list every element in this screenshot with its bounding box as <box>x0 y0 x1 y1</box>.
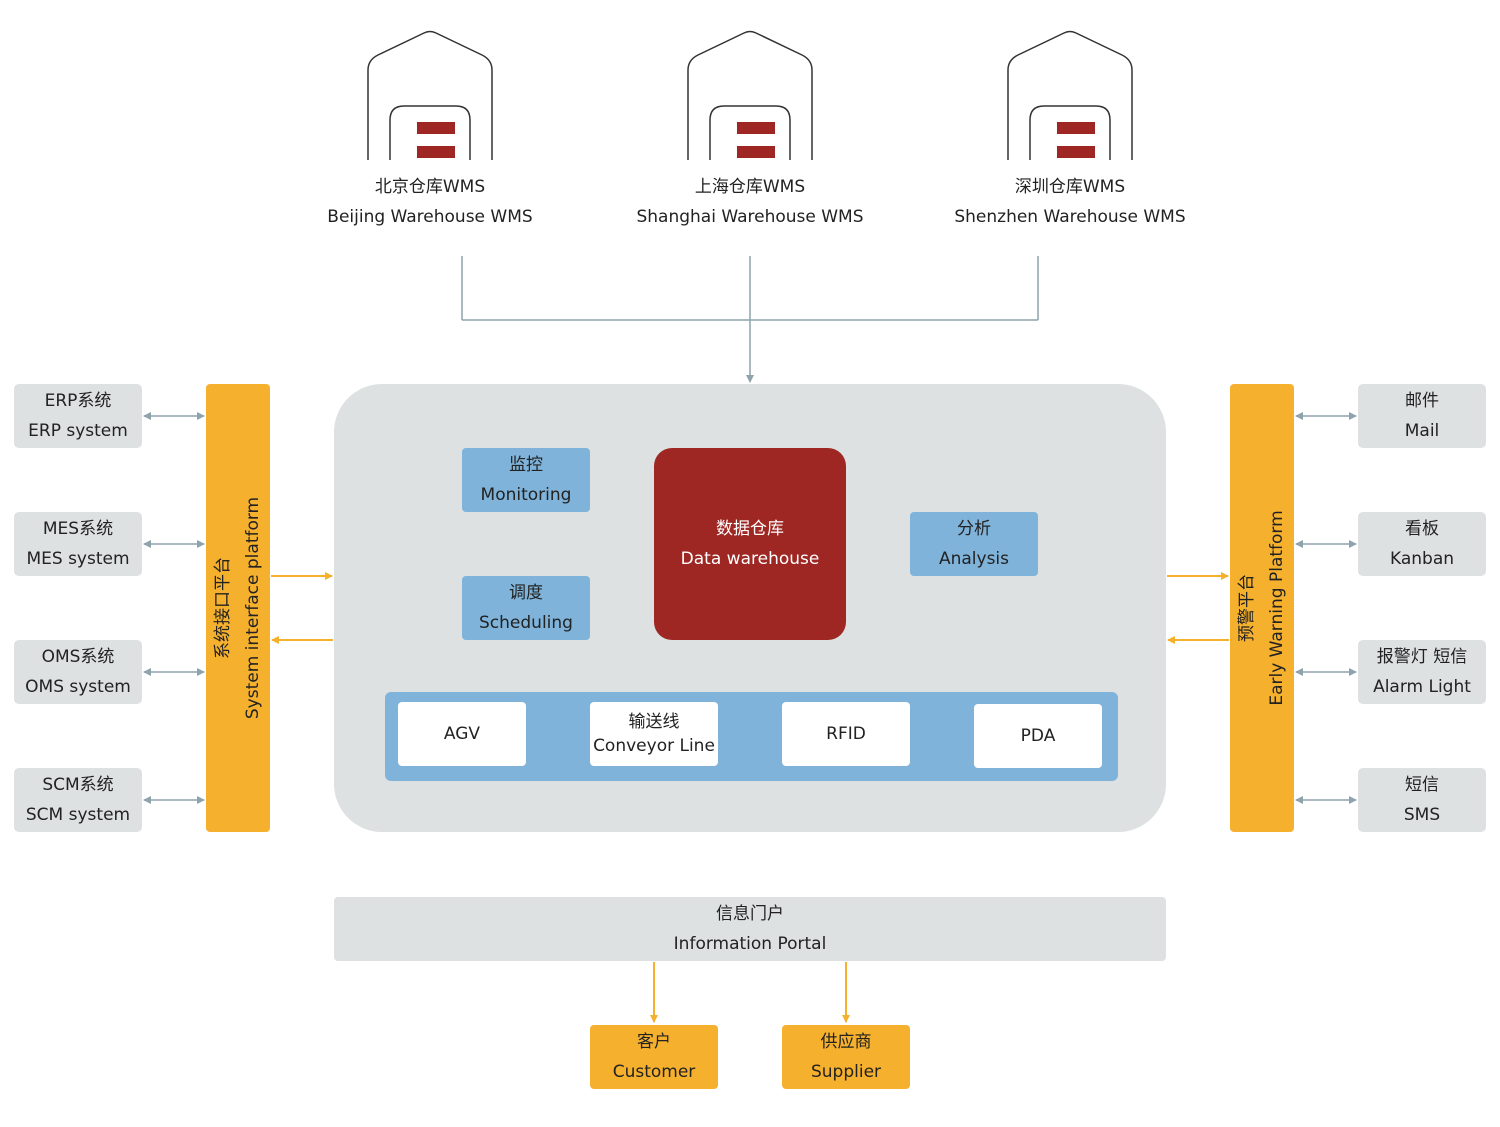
device-label: PDA <box>1020 726 1056 746</box>
warehouse-name-zh: 深圳仓库WMS <box>1014 177 1126 197</box>
right-channel-arrows <box>1295 412 1357 804</box>
left-system-arrows <box>143 412 205 804</box>
system-name-zh: SCM系统 <box>42 775 114 795</box>
warehouse-feed-lines <box>461 256 1039 383</box>
scheduling-module: 调度 Scheduling <box>462 576 590 640</box>
oms-system-box: OMS系统 OMS system <box>14 640 142 704</box>
channel-name-en: Mail <box>1404 421 1440 441</box>
endpoint-name-en: Customer <box>612 1062 696 1082</box>
warehouse-name-zh: 北京仓库WMS <box>374 177 486 197</box>
supplier-box: 供应商 Supplier <box>782 1025 910 1089</box>
device-agv: AGV <box>398 702 526 766</box>
warehouse-name-zh: 上海仓库WMS <box>694 177 806 197</box>
module-name-en: Scheduling <box>479 613 573 633</box>
information-portal: 信息门户 Information Portal <box>334 897 1166 961</box>
module-name-zh: 数据仓库 <box>716 519 784 539</box>
endpoint-name-zh: 客户 <box>637 1032 671 1052</box>
platform-label: 系统接口平台 System interface platform <box>208 497 268 719</box>
system-name-en: SCM system <box>25 805 131 825</box>
kanban-channel-box: 看板 Kanban <box>1358 512 1486 576</box>
warehouse-label-beijing: 北京仓库WMS Beijing Warehouse WMS <box>270 172 590 232</box>
module-name-en: Analysis <box>938 549 1010 569</box>
channel-name-zh: 短信 <box>1405 775 1439 795</box>
system-name-zh: MES系统 <box>42 519 114 539</box>
warehouse-label-shenzhen: 深圳仓库WMS Shenzhen Warehouse WMS <box>910 172 1230 232</box>
warehouse-name-en: Shenzhen Warehouse WMS <box>954 207 1186 227</box>
device-pda: PDA <box>974 704 1102 768</box>
device-conveyor-line: 输送线 Conveyor Line <box>590 702 718 766</box>
module-name-en: Data warehouse <box>680 549 820 569</box>
portal-name-en: Information Portal <box>673 934 827 954</box>
analysis-module: 分析 Analysis <box>910 512 1038 576</box>
sms-channel-box: 短信 SMS <box>1358 768 1486 832</box>
device-rfid: RFID <box>782 702 910 766</box>
endpoint-name-zh: 供应商 <box>820 1032 872 1052</box>
channel-name-en: Alarm Light <box>1373 677 1471 697</box>
erp-system-box: ERP系统 ERP system <box>14 384 142 448</box>
warehouse-icon <box>687 30 813 160</box>
warehouse-label-shanghai: 上海仓库WMS Shanghai Warehouse WMS <box>590 172 910 232</box>
warehouse-icon <box>1007 30 1133 160</box>
monitoring-module: 监控 Monitoring <box>462 448 590 512</box>
channel-name-zh: 看板 <box>1405 519 1439 539</box>
platform-name-zh: 预警平台 <box>1237 574 1257 643</box>
platform-name-en: System interface platform <box>243 496 263 720</box>
system-name-en: ERP system <box>28 421 128 441</box>
channel-name-en: Kanban <box>1389 549 1455 569</box>
warehouse-name-en: Shanghai Warehouse WMS <box>636 207 864 227</box>
customer-box: 客户 Customer <box>590 1025 718 1089</box>
device-label: AGV <box>443 724 481 744</box>
warehouse-name-en: Beijing Warehouse WMS <box>327 207 533 227</box>
platform-arrows <box>271 572 1229 644</box>
device-name-en: Conveyor Line <box>593 736 715 756</box>
mail-channel-box: 邮件 Mail <box>1358 384 1486 448</box>
device-name-zh: 输送线 <box>628 712 680 732</box>
platform-name-zh: 系统接口平台 <box>213 557 233 660</box>
system-name-zh: OMS系统 <box>41 647 115 667</box>
module-name-zh: 监控 <box>509 455 543 475</box>
system-name-zh: ERP系统 <box>44 391 112 411</box>
system-name-en: MES system <box>26 549 130 569</box>
channel-name-zh: 邮件 <box>1405 391 1439 411</box>
early-warning-platform: 预警平台 Early Warning Platform <box>1230 384 1294 832</box>
system-interface-platform: 系统接口平台 System interface platform <box>206 384 270 832</box>
alarm-light-channel-box: 报警灯 短信 Alarm Light <box>1358 640 1486 704</box>
channel-name-en: SMS <box>1403 805 1441 825</box>
portal-arrows <box>650 962 850 1023</box>
platform-name-en: Early Warning Platform <box>1267 510 1287 706</box>
warehouse-icon <box>367 30 493 160</box>
endpoint-name-en: Supplier <box>810 1062 882 1082</box>
platform-label: 预警平台 Early Warning Platform <box>1232 510 1292 705</box>
module-name-zh: 分析 <box>957 519 991 539</box>
module-name-en: Monitoring <box>480 485 572 505</box>
data-warehouse-module: 数据仓库 Data warehouse <box>654 448 846 640</box>
system-name-en: OMS system <box>25 677 131 697</box>
channel-name-zh: 报警灯 短信 <box>1376 647 1468 667</box>
device-label: RFID <box>826 724 866 744</box>
portal-name-zh: 信息门户 <box>716 904 784 924</box>
mes-system-box: MES系统 MES system <box>14 512 142 576</box>
scm-system-box: SCM系统 SCM system <box>14 768 142 832</box>
module-name-zh: 调度 <box>509 583 543 603</box>
